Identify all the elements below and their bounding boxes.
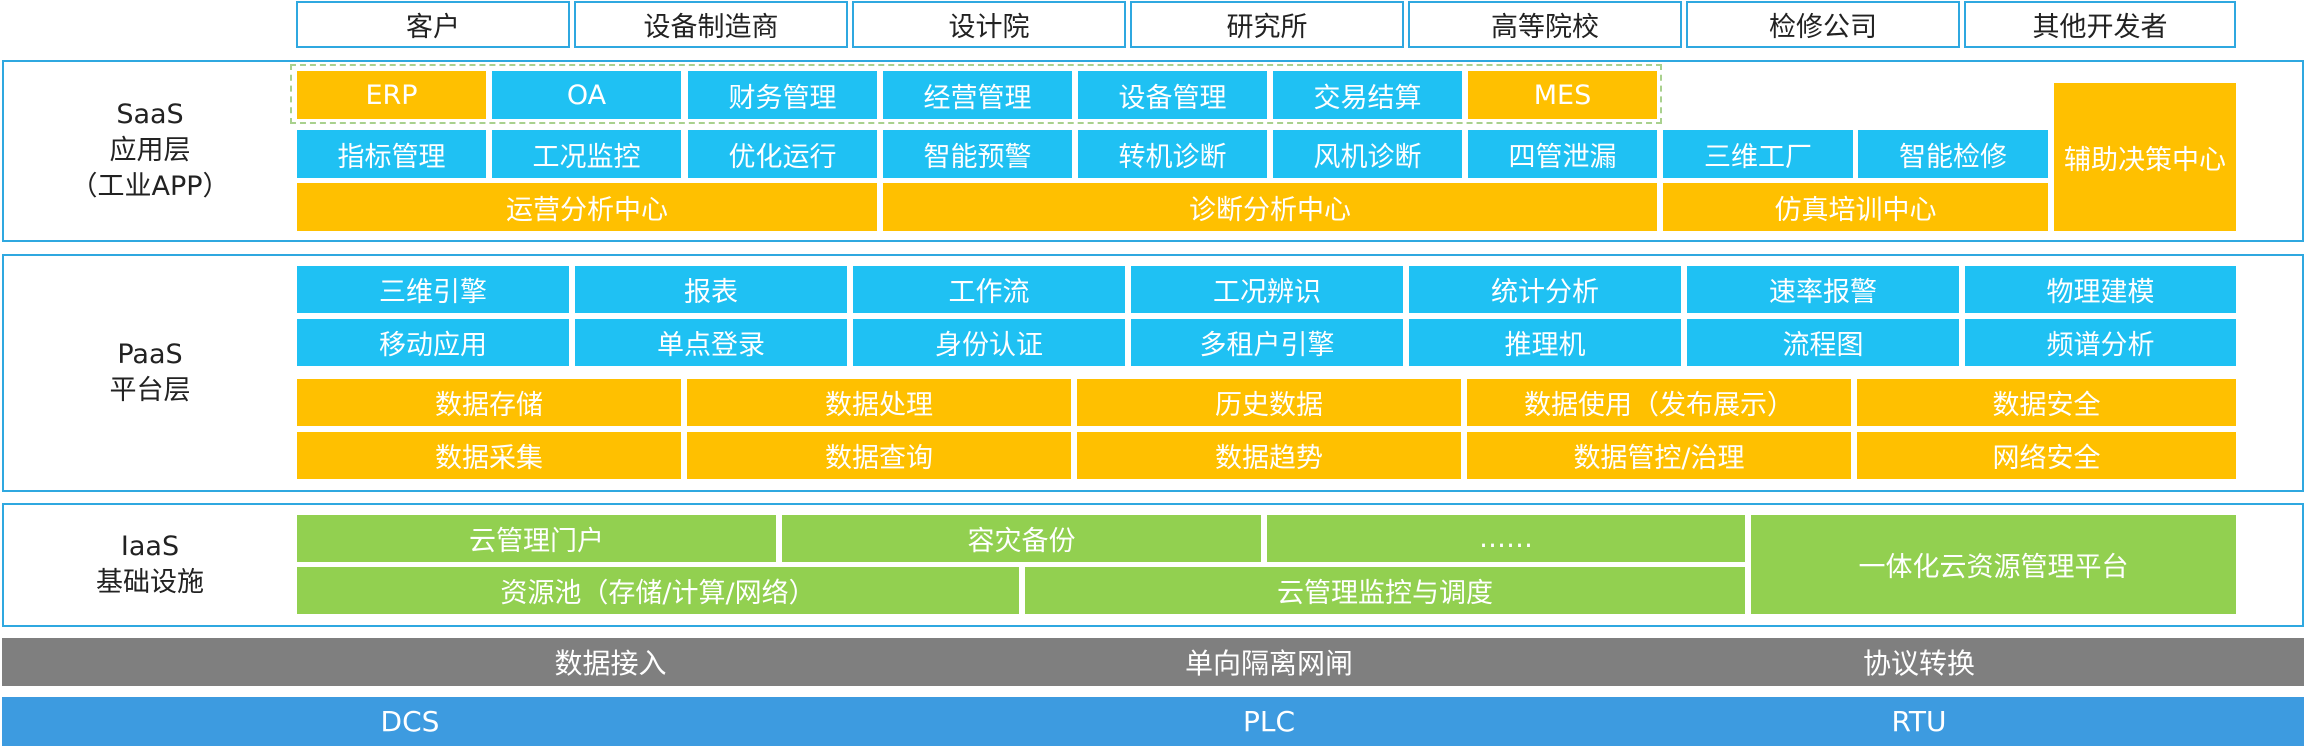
saas-label-line-1: SaaS (116, 99, 184, 130)
paas-data-query: 数据查询 (687, 432, 1071, 479)
paas-data-collection: 数据采集 (297, 432, 681, 479)
device-bar: DCS PLC RTU (2, 697, 2304, 746)
top-box-customer: 客户 (296, 1, 570, 48)
paas-label-line-2: 平台层 (109, 375, 191, 406)
iaas-layer (2, 503, 2304, 627)
iaas-layer-label: IaaS 基础设施 (4, 505, 296, 625)
paas-historical-data: 历史数据 (1077, 379, 1461, 426)
saas-erp: ERP (297, 71, 486, 119)
top-box-other-developers: 其他开发者 (1964, 1, 2236, 48)
top-box-design-institute: 设计院 (852, 1, 1126, 48)
saas-indicator-management: 指标管理 (297, 130, 486, 178)
saas-equipment-management: 设备管理 (1078, 71, 1267, 119)
saas-3d-factory: 三维工厂 (1663, 130, 1853, 178)
paas-label-line-1: PaaS (117, 339, 183, 370)
saas-fan-diagnosis: 风机诊断 (1273, 130, 1462, 178)
saas-layer (2, 60, 2304, 242)
paas-physical-modeling: 物理建模 (1965, 266, 2236, 313)
paas-data-usage: 数据使用（发布展示） (1467, 379, 1851, 426)
erp-group-dashed-frame (290, 64, 1662, 124)
iaas-resource-pool: 资源池（存储/计算/网络） (297, 567, 1019, 614)
saas-layer-label: SaaS 应用层 （工业APP） (4, 62, 296, 240)
iaas-label-line-2: 基础设施 (96, 567, 204, 598)
saas-smart-warning: 智能预警 (883, 130, 1072, 178)
top-box-maintenance-company: 检修公司 (1686, 1, 1960, 48)
top-box-equipment-maker: 设备制造商 (574, 1, 848, 48)
saas-transaction-settlement: 交易结算 (1273, 71, 1462, 119)
paas-multi-tenant-engine: 多租户引擎 (1131, 319, 1403, 366)
saas-decision-support-center: 辅助决策中心 (2054, 83, 2236, 231)
paas-spectrum-analysis: 频谱分析 (1965, 319, 2236, 366)
paas-layer-label: PaaS 平台层 (4, 256, 296, 490)
paas-data-storage: 数据存储 (297, 379, 681, 426)
iaas-disaster-recovery: 容灾备份 (782, 515, 1261, 562)
iaas-cloud-portal: 云管理门户 (297, 515, 776, 562)
paas-data-security: 数据安全 (1857, 379, 2236, 426)
paas-layer (2, 254, 2304, 492)
paas-report: 报表 (575, 266, 847, 313)
paas-statistical-analysis: 统计分析 (1409, 266, 1681, 313)
gateway-data-access: 数据接入 (554, 647, 667, 680)
saas-diagnosis-analysis-center: 诊断分析中心 (883, 183, 1657, 231)
saas-label-line-2: 应用层 (109, 135, 191, 166)
paas-single-sign-on: 单点登录 (575, 319, 847, 366)
paas-inference-engine: 推理机 (1409, 319, 1681, 366)
paas-flowchart: 流程图 (1687, 319, 1959, 366)
saas-operation-analysis-center: 运营分析中心 (297, 183, 877, 231)
device-rtu: RTU (1891, 705, 1947, 738)
gateway-protocol-conversion: 协议转换 (1862, 647, 1975, 680)
iaas-cloud-monitoring-scheduling: 云管理监控与调度 (1025, 567, 1745, 614)
gateway-bar: 数据接入 单向隔离网闸 协议转换 (2, 638, 2304, 686)
saas-simulation-training-center: 仿真培训中心 (1663, 183, 2048, 231)
saas-condition-monitoring: 工况监控 (492, 130, 681, 178)
paas-workflow: 工作流 (853, 266, 1125, 313)
saas-four-tube-leakage: 四管泄漏 (1468, 130, 1657, 178)
paas-identity-auth: 身份认证 (853, 319, 1125, 366)
saas-financial-management: 财务管理 (688, 71, 877, 119)
paas-condition-identification: 工况辨识 (1131, 266, 1403, 313)
iaas-ellipsis: …… (1267, 515, 1745, 562)
paas-data-processing: 数据处理 (687, 379, 1071, 426)
paas-mobile-app: 移动应用 (297, 319, 569, 366)
saas-optimized-operation: 优化运行 (688, 130, 877, 178)
iaas-integrated-cloud-platform: 一体化云资源管理平台 (1751, 515, 2236, 614)
saas-label-line-3: （工业APP） (70, 171, 230, 202)
paas-network-security: 网络安全 (1857, 432, 2236, 479)
saas-business-management: 经营管理 (883, 71, 1072, 119)
saas-smart-maintenance: 智能检修 (1858, 130, 2048, 178)
top-box-research-institute: 研究所 (1130, 1, 1404, 48)
saas-mes: MES (1468, 71, 1657, 119)
device-plc: PLC (1242, 705, 1296, 738)
iaas-label-line-1: IaaS (120, 531, 180, 562)
paas-data-governance: 数据管控/治理 (1467, 432, 1851, 479)
paas-data-trend: 数据趋势 (1077, 432, 1461, 479)
top-box-university: 高等院校 (1408, 1, 1682, 48)
paas-rate-alarm: 速率报警 (1687, 266, 1959, 313)
paas-3d-engine: 三维引擎 (297, 266, 569, 313)
saas-oa: OA (492, 71, 681, 119)
gateway-unidirectional-isolation: 单向隔离网闸 (1184, 647, 1353, 680)
device-dcs: DCS (380, 705, 440, 738)
saas-rotating-machine-diagnosis: 转机诊断 (1078, 130, 1267, 178)
